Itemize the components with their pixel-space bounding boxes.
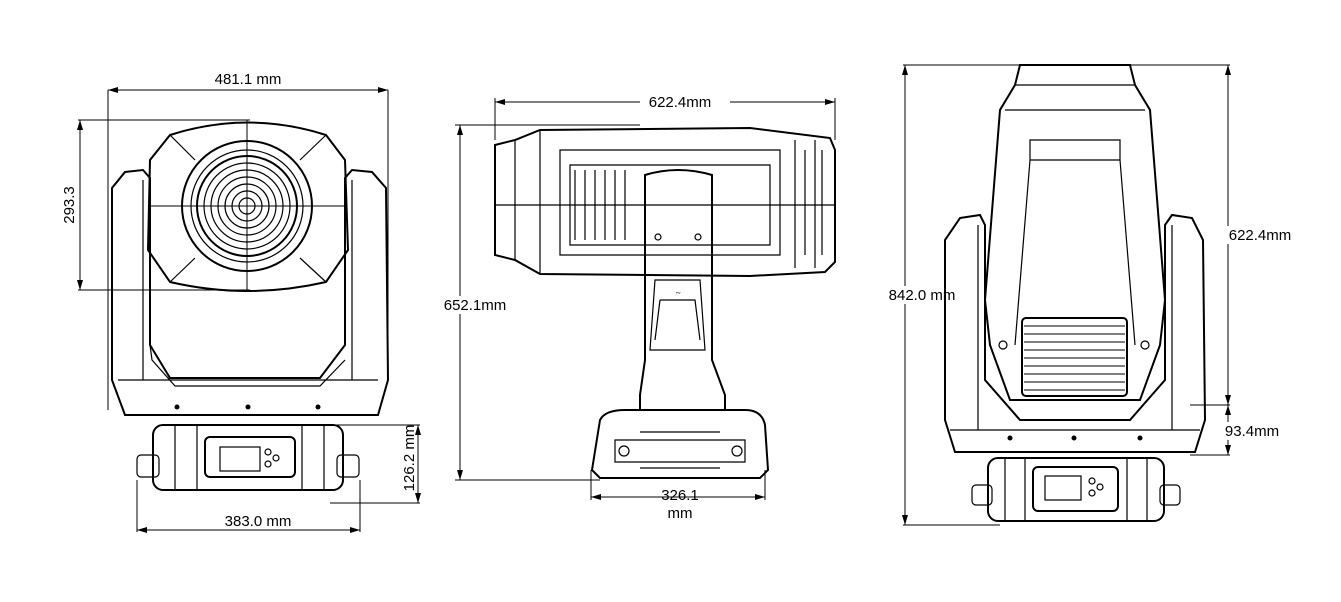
front-dimension-width: 481.1 mm [107, 71, 389, 410]
front-yoke [111, 168, 390, 416]
side-length-label: 622.4mm [649, 94, 712, 111]
side-arm [639, 169, 726, 411]
brand-logo: ~ [676, 288, 681, 298]
back-yoke [944, 213, 1207, 453]
side-height-label: 652.1mm [444, 297, 507, 314]
back-dimension-total-height: 842.0 mm [885, 64, 1230, 526]
front-dimension-base-width: 383.0 mm [136, 480, 361, 533]
front-base-height-label: 126.2 mm [401, 425, 418, 492]
side-dimension-base-width: 326.1 mm [590, 470, 766, 522]
side-base-width-unit: mm [668, 505, 693, 522]
side-view: 622.4mm 652.1mm ~ 326.1 mm [440, 92, 836, 522]
front-view: 481.1 mm 293.3 [61, 71, 421, 533]
back-total-height-label: 842.0 mm [889, 287, 956, 304]
side-base-width-label: 326.1 [661, 487, 699, 504]
back-upper-height-label: 622.4mm [1229, 227, 1292, 244]
front-head-height-label: 293.3 [61, 186, 78, 224]
front-dimension-base-height: 126.2 mm [330, 424, 421, 504]
lens-icon [150, 120, 345, 290]
back-base [971, 457, 1181, 522]
front-base [136, 424, 360, 491]
back-dimension-upper-height: 622.4mm 93.4mm [1190, 65, 1300, 456]
front-base-width-label: 383.0 mm [225, 513, 292, 530]
side-base [590, 409, 770, 479]
front-head [146, 121, 350, 292]
side-dimension-length: 622.4mm [494, 92, 836, 140]
back-vent-grille [1021, 317, 1128, 397]
back-lower-height-label: 93.4mm [1225, 423, 1279, 440]
back-view: 842.0 mm 622.4mm 93.4mm [885, 64, 1300, 526]
front-width-label: 481.1 mm [215, 71, 282, 88]
side-dimension-height: 652.1mm [440, 124, 640, 481]
